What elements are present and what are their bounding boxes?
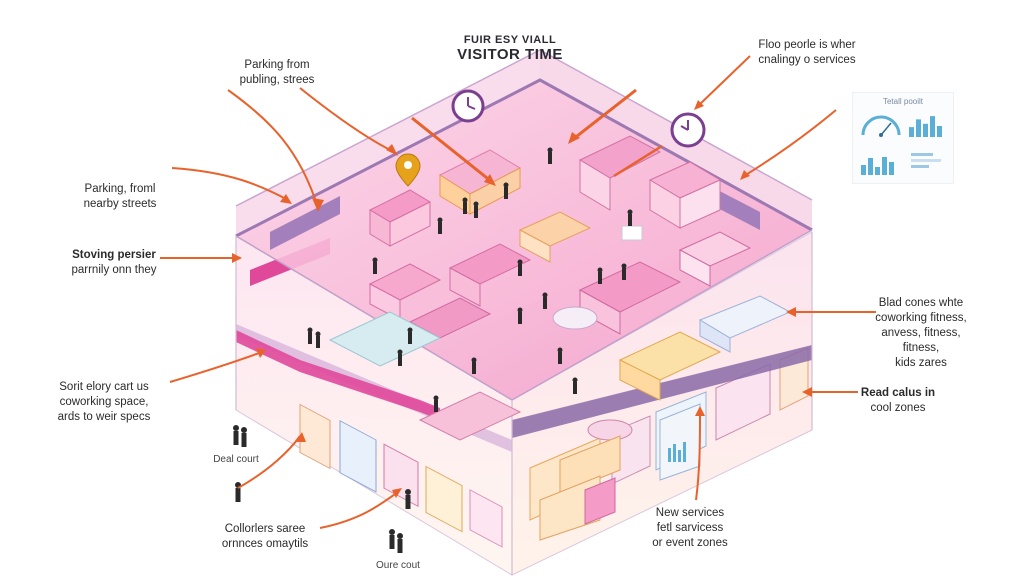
dashboard-graphics: [861, 115, 942, 175]
annotation-line: coworking space,: [59, 396, 149, 408]
annotation-line: anvess, fitness,: [881, 327, 961, 339]
gauge-icon: [861, 115, 901, 137]
magenta-ribbon: [236, 330, 440, 420]
annotation-line: ornnces omaytils: [221, 538, 309, 550]
back-sign-left: [270, 196, 340, 250]
annotation-new-services: New services fetl sarvicess or event zon…: [640, 506, 740, 551]
dashboard-bar: [889, 162, 894, 175]
arrowheads: [232, 100, 812, 498]
annotation-read-calus: Read calus in cool zones: [856, 386, 940, 416]
mini-dashboard: Tetall pooilt: [852, 92, 954, 184]
annotation-line: coworking fitness,: [875, 312, 967, 324]
dashboard-bar: [923, 123, 928, 137]
annotation-arrows: [160, 55, 876, 529]
annotation-parking-left: Parking, froml nearby streets: [70, 182, 170, 212]
dashboard-bars-bottom: [861, 157, 894, 175]
dashboard-bar: [937, 126, 942, 137]
annotation-line: fetl sarvicess: [656, 522, 724, 534]
annotation-coworking: Sorit elory cart us coworking space, ard…: [40, 380, 168, 425]
annotation-blad-zones: Blad cones whte coworking fitness, anves…: [866, 296, 976, 371]
dashboard-bar: [861, 165, 866, 175]
annotation-parking-top: Parking from publing, strees: [222, 58, 332, 88]
annotation-line: cool zones: [870, 402, 926, 414]
annotation-line: nearby streets: [83, 198, 157, 210]
annotation-line: Stoving persier: [72, 249, 156, 261]
diagram-title: FUIR ESY VIALL VISITOR TIME: [440, 34, 580, 63]
screen-bars: [668, 442, 686, 462]
dashboard-bar: [930, 116, 935, 137]
lower-level-displays: [328, 225, 792, 541]
annotation-line: publing, strees: [239, 74, 315, 86]
back-sign-right: [710, 186, 760, 230]
annotation-line: Read calus in: [860, 387, 936, 399]
title-line-1: FUIR ESY VIALL: [463, 34, 557, 46]
annotation-line: Sorit elory cart us: [59, 381, 149, 393]
annotation-line: Collorlers saree: [224, 523, 306, 535]
annotation-line: cnalingy o services: [758, 54, 856, 66]
annotation-flow-people: Floo peorle is wher cnalingy o services: [742, 38, 872, 68]
dashboard-legend-lines: [911, 153, 941, 168]
right-fascia-band: [512, 345, 812, 438]
annotation-line: Parking from: [244, 59, 310, 71]
clock-icon-right: [670, 112, 706, 148]
annotation-line: New services: [655, 507, 725, 519]
annotation-line: ards to weir specs: [57, 411, 151, 423]
dashboard-bar: [875, 167, 880, 175]
dashboard-bars-top: [909, 116, 942, 137]
clock-icon-left: [451, 89, 485, 123]
annotation-line: kids zares: [895, 357, 947, 369]
roof-outline: [235, 49, 813, 207]
title-line-2: VISITOR TIME: [457, 46, 563, 63]
dashboard-bar: [882, 157, 887, 175]
annotation-line: or event zones: [652, 537, 728, 549]
dashboard-title: Tetall pooilt: [882, 97, 924, 106]
annotation-line: Parking, froml: [84, 183, 156, 195]
annotation-line: Blad cones whte: [878, 297, 964, 309]
people: [233, 147, 633, 553]
annotation-line: parrnily onn they: [71, 264, 157, 276]
dashboard-bar: [909, 127, 914, 137]
upper-floor-stores: [368, 135, 752, 339]
annotation-line: fitness,: [902, 342, 940, 354]
location-pin-icon: [395, 153, 421, 187]
annotation-deal-court: Deal court: [213, 454, 259, 465]
annotation-oure-cout: Oure cout: [376, 560, 420, 571]
annotation-stoving: Stoving persier parrnily onn they: [56, 248, 172, 278]
annotation-collorlers: Collorlers saree ornnces omaytils: [210, 522, 320, 552]
dashboard-bar: [868, 158, 873, 175]
back-frame: [235, 78, 813, 238]
dashboard-bar: [916, 119, 921, 137]
annotation-line: Floo peorle is wher: [758, 39, 856, 51]
